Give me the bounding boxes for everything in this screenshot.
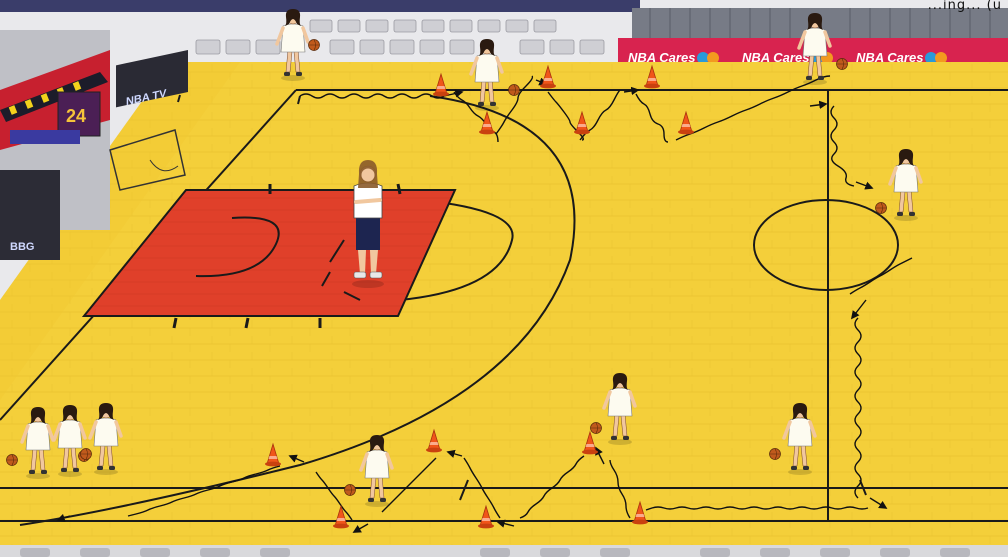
partial-caption: ...ing... (u [928, 0, 1002, 13]
svg-text:BBG: BBG [10, 241, 34, 253]
top-border [0, 0, 640, 12]
scoreboard-number: 24 [66, 106, 86, 126]
bottom-chairs [20, 548, 970, 557]
